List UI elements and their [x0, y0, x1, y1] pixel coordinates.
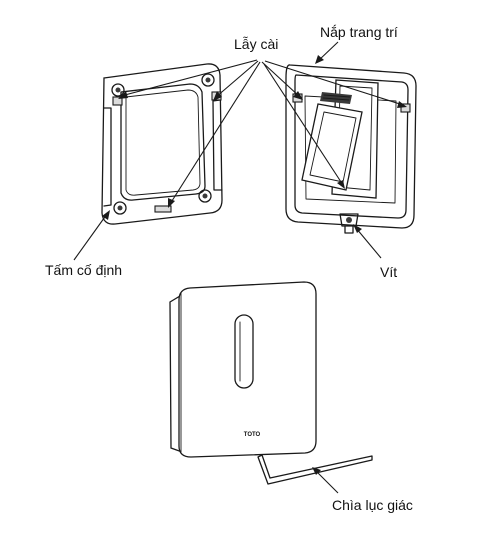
- latch-label: Lẫy cài: [234, 36, 279, 52]
- mounting-plate: [101, 63, 223, 225]
- hex-key-label: Chìa lục giác: [332, 497, 413, 513]
- leader-arrows: [73, 41, 407, 494]
- cover-label: Nắp trang trí: [320, 24, 398, 40]
- assembled-device: TOTO: [169, 281, 317, 458]
- toto-logo: TOTO: [244, 432, 261, 438]
- decorative-cover: [285, 64, 417, 234]
- screw-label: Vít: [380, 264, 398, 280]
- mounting-plate-label: Tấm cố định: [45, 262, 123, 278]
- hex-key: [257, 454, 373, 485]
